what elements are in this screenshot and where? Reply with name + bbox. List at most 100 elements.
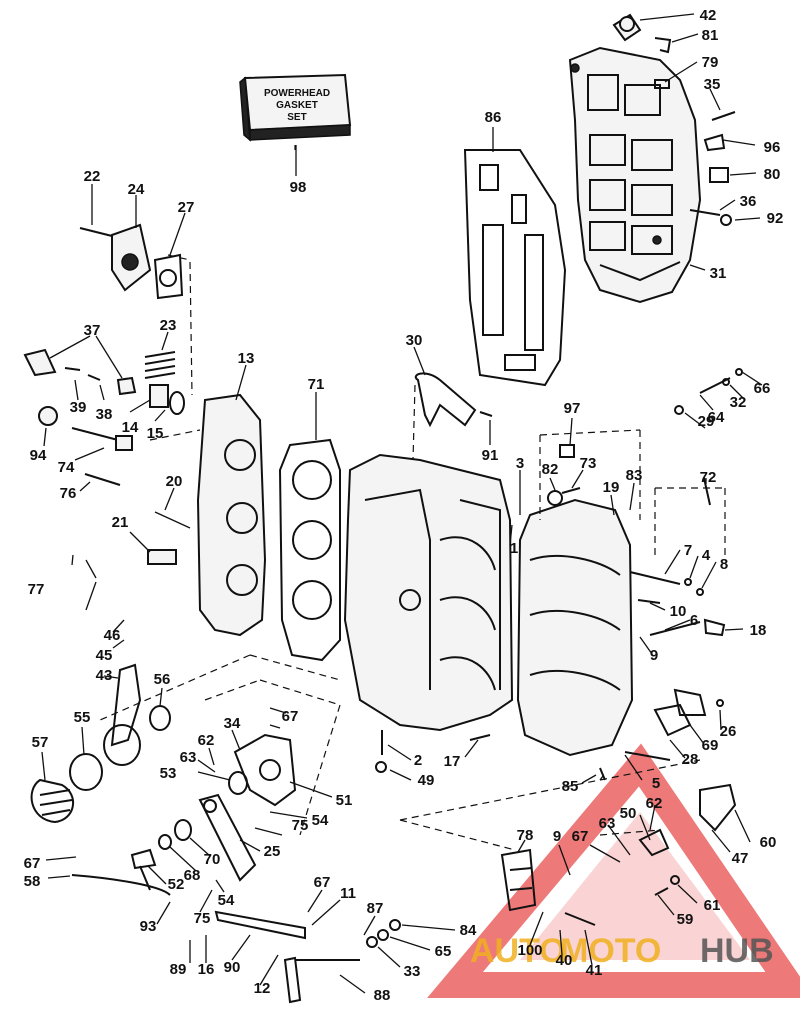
callout-78: 78 — [517, 827, 534, 844]
callout-25: 25 — [264, 843, 281, 860]
clamps-right — [654, 37, 736, 226]
callout-1: 1 — [510, 540, 518, 557]
callout-91: 91 — [482, 447, 499, 464]
head-gasket — [278, 438, 341, 662]
callout-22: 22 — [84, 168, 101, 185]
callout-66: 66 — [754, 380, 771, 397]
callout-64: 64 — [708, 409, 725, 426]
callout-16: 16 — [198, 961, 215, 978]
callout-2: 2 — [414, 752, 422, 769]
callout-36: 36 — [740, 193, 757, 210]
callout-19: 19 — [603, 479, 620, 496]
callout-47: 47 — [732, 850, 749, 867]
callout-33: 33 — [404, 963, 421, 980]
leader-lines — [41, 13, 763, 994]
callout-23: 23 — [160, 317, 177, 334]
sender-42 — [612, 13, 642, 42]
callout-63: 63 — [599, 815, 616, 832]
callout-62: 62 — [198, 732, 215, 749]
callout-67: 67 — [572, 828, 589, 845]
callout-14: 14 — [122, 419, 139, 436]
crankcase-half — [516, 498, 634, 757]
gasket-box-line3: SET — [287, 112, 306, 123]
thermostat-parts — [23, 223, 185, 486]
callout-42: 42 — [700, 7, 717, 24]
callout-85: 85 — [562, 778, 579, 795]
callout-15: 15 — [147, 425, 164, 442]
callout-52: 52 — [168, 876, 185, 893]
callout-97: 97 — [564, 400, 581, 417]
bolts-right — [547, 368, 743, 832]
callout-90: 90 — [224, 959, 241, 976]
callout-10: 10 — [670, 603, 687, 620]
callout-24: 24 — [128, 181, 145, 198]
callout-55: 55 — [74, 709, 91, 726]
callout-53: 53 — [160, 765, 177, 782]
callout-34: 34 — [224, 715, 241, 732]
callout-75: 75 — [292, 817, 309, 834]
lower-linkage — [30, 663, 680, 1004]
callout-72: 72 — [700, 469, 717, 486]
exhaust-cover-plate — [568, 46, 702, 304]
callout-93: 93 — [140, 918, 157, 935]
callout-21: 21 — [112, 514, 129, 531]
callout-54: 54 — [218, 892, 235, 909]
callout-18: 18 — [750, 622, 767, 639]
callout-82: 82 — [542, 461, 559, 478]
exhaust-gasket — [463, 149, 567, 387]
callout-9: 9 — [650, 647, 658, 664]
watermark-triangle — [427, 743, 800, 998]
callout-30: 30 — [406, 332, 423, 349]
callout-67: 67 — [314, 874, 331, 891]
callout-86: 86 — [485, 109, 502, 126]
callout-3: 3 — [516, 455, 524, 472]
callout-32: 32 — [730, 394, 747, 411]
callout-96: 96 — [764, 139, 781, 156]
callout-98: 98 — [290, 179, 307, 196]
callout-75: 75 — [194, 910, 211, 927]
watermark: AUTO MOTO HUB — [427, 743, 800, 998]
callout-88: 88 — [374, 987, 391, 1004]
gasket-set-box: POWERHEAD GASKET SET — [239, 73, 352, 142]
callout-83: 83 — [626, 467, 643, 484]
callout-54: 54 — [312, 812, 329, 829]
callout-94: 94 — [30, 447, 47, 464]
callout-62: 62 — [646, 795, 663, 812]
watermark-hub: HUB — [700, 932, 774, 970]
callout-7: 7 — [684, 542, 692, 559]
callout-39: 39 — [70, 399, 87, 416]
callout-35: 35 — [704, 76, 721, 93]
bypass-cover — [414, 372, 493, 428]
callout-57: 57 — [32, 734, 49, 751]
callout-13: 13 — [238, 350, 255, 367]
callout-27: 27 — [178, 199, 195, 216]
callout-73: 73 — [580, 455, 597, 472]
callout-40: 40 — [556, 952, 573, 969]
callout-9: 9 — [553, 828, 561, 845]
callout-100: 100 — [517, 942, 542, 959]
callout-37: 37 — [84, 322, 101, 339]
callout-79: 79 — [702, 54, 719, 71]
callout-51: 51 — [336, 792, 353, 809]
callout-81: 81 — [702, 27, 719, 44]
cylinder-head — [147, 393, 267, 637]
watermark-auto: AUTO — [470, 932, 566, 970]
callout-17: 17 — [444, 753, 461, 770]
callout-77: 77 — [28, 581, 45, 598]
gasket-box-line2: GASKET — [276, 100, 318, 111]
callout-6: 6 — [690, 612, 698, 629]
callout-43: 43 — [96, 667, 113, 684]
callout-70: 70 — [204, 851, 221, 868]
callout-11: 11 — [340, 885, 356, 902]
callout-20: 20 — [166, 473, 183, 490]
callout-46: 46 — [104, 627, 121, 644]
callout-50: 50 — [620, 805, 637, 822]
callout-41: 41 — [586, 962, 603, 979]
callout-26: 26 — [720, 723, 737, 740]
callout-28: 28 — [682, 751, 699, 768]
callout-84: 84 — [460, 922, 477, 939]
callout-74: 74 — [58, 459, 75, 476]
callout-68: 68 — [184, 867, 201, 884]
